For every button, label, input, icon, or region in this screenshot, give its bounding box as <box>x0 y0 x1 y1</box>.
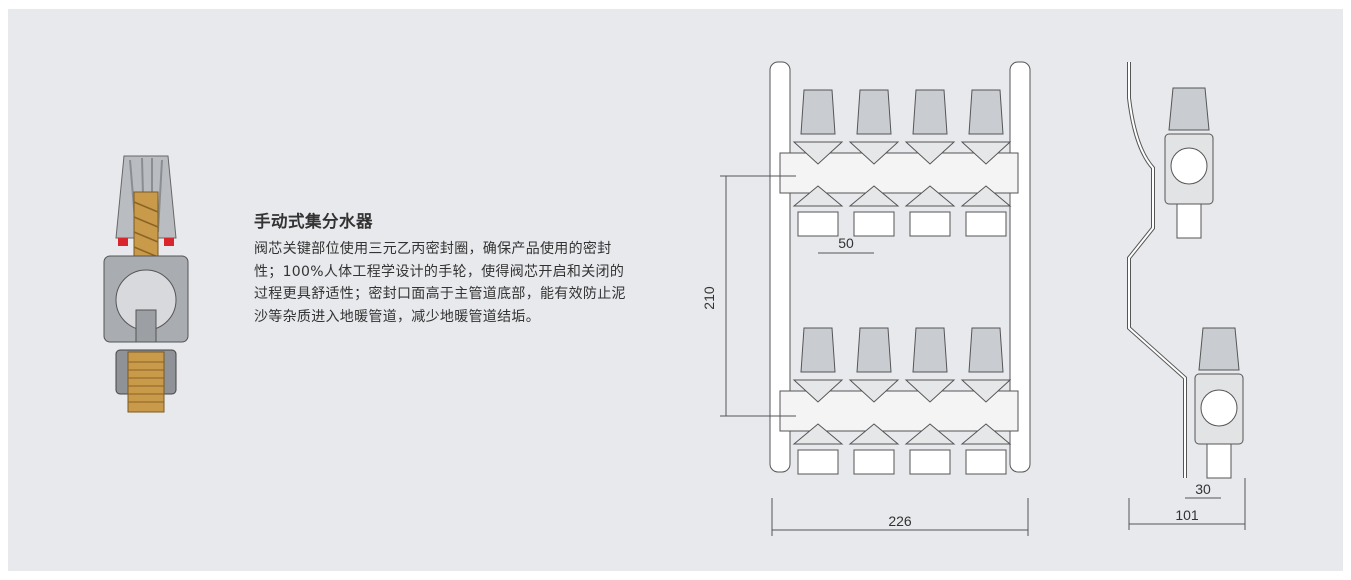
valve-bottom-4 <box>960 327 1012 475</box>
front-view-drawing: 50 210 226 <box>700 58 1060 548</box>
dimension-width-label: 226 <box>888 513 912 529</box>
dimension-height-label: 210 <box>701 286 717 310</box>
dimension-spacing-label: 50 <box>838 235 854 251</box>
valve-bottom-2 <box>848 327 900 475</box>
valve-top-1 <box>792 89 844 237</box>
dimension-depth-label: 101 <box>1175 507 1199 523</box>
content-panel <box>8 9 1343 571</box>
product-description-block: 手动式集分水器 阀芯关键部位使用三元乙丙密封圈，确保产品使用的密封性；100%人… <box>254 208 654 328</box>
valve-bottom-3 <box>904 327 956 475</box>
product-title: 手动式集分水器 <box>254 212 373 231</box>
valve-top-2 <box>848 89 900 237</box>
product-description: 阀芯关键部位使用三元乙丙密封圈，确保产品使用的密封性；100%人体工程学设计的手… <box>254 241 626 325</box>
valve-cutaway-image <box>96 152 194 414</box>
valve-top-4 <box>960 89 1012 237</box>
valve-top-3 <box>904 89 956 237</box>
side-view-drawing: 30 101 <box>1105 58 1265 548</box>
valve-bottom-1 <box>792 327 844 475</box>
dimension-offset-label: 30 <box>1195 481 1211 497</box>
